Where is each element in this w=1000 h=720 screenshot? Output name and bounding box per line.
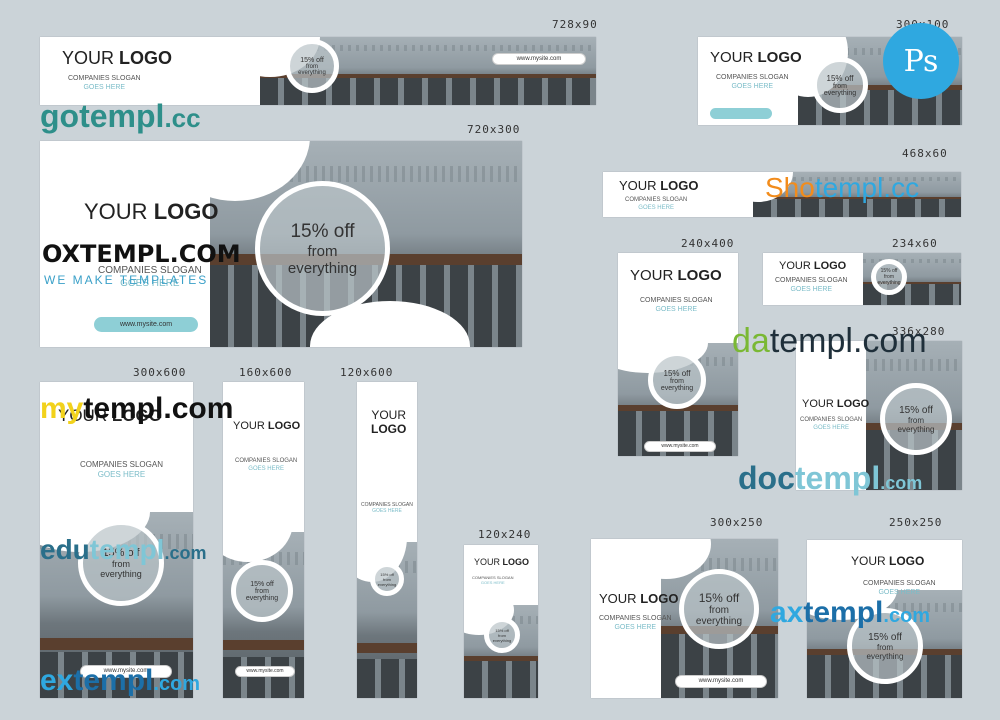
- site-pill[interactable]: www.mysite.com: [80, 665, 172, 678]
- logo-text: YOUR LOGO: [84, 199, 219, 224]
- size-label-160x600: 160x600: [239, 366, 293, 379]
- watermark-gotempl: gotempl.cc: [40, 98, 201, 134]
- size-label-300x600: 300x600: [133, 366, 187, 379]
- watermark-oxtempl-sub: WE MAKE TEMPLATES: [44, 273, 209, 287]
- logo-text: YOUR LOGO: [58, 406, 162, 425]
- size-label-120x240: 120x240: [478, 528, 532, 541]
- logo-text: YOUR LOGO: [599, 591, 679, 606]
- watermark-edutempl: edutempl.com: [40, 534, 207, 565]
- watermark-shotempl: Shotempl.cc: [765, 172, 920, 203]
- logo-text: YOUR LOGO: [779, 260, 847, 272]
- watermark-datempl: datempl.com: [732, 322, 927, 360]
- size-label-468x60: 468x60: [902, 147, 948, 160]
- logo-text: YOUR LOGO: [619, 178, 699, 193]
- logo-text: YOUR LOGO: [474, 557, 530, 567]
- watermark-extempl: extempl.com: [40, 664, 201, 697]
- logo-text: YOUR LOGO: [62, 48, 173, 68]
- site-pill[interactable]: [710, 108, 772, 119]
- size-label-300x250: 300x250: [710, 516, 764, 529]
- logo-text: YOUR LOGO: [630, 267, 722, 284]
- size-label-120x600: 120x600: [340, 366, 394, 379]
- logo-text: YOUR LOGO: [851, 554, 925, 568]
- size-label-234x60: 234x60: [892, 237, 938, 250]
- size-label-720x300: 720x300: [467, 123, 521, 136]
- size-label-240x400: 240x400: [681, 237, 735, 250]
- watermark-mytempl: mytempl.com: [40, 392, 234, 425]
- size-label-728x90: 728x90: [552, 18, 598, 31]
- site-pill[interactable]: www.mysite.com: [492, 53, 586, 65]
- logo-text: YOUR LOGO: [233, 420, 301, 432]
- logo-text: YOUR LOGO: [710, 49, 802, 66]
- site-pill[interactable]: www.mysite.com: [644, 441, 716, 452]
- watermark-doctempl: doctempl.com: [738, 460, 923, 496]
- site-pill[interactable]: www.mysite.com: [235, 666, 295, 677]
- size-label-336x280: 336x280: [892, 325, 946, 338]
- photoshop-icon: Ps: [883, 23, 959, 99]
- site-pill[interactable]: www.mysite.com: [675, 675, 767, 688]
- watermark-oxtempl: OXTEMPL.COM: [42, 240, 241, 268]
- watermark-axtempl: axtempl.com: [770, 596, 931, 629]
- site-pill[interactable]: www.mysite.com: [94, 317, 198, 332]
- logo-text: YOUR LOGO: [802, 398, 870, 410]
- size-label-250x250: 250x250: [889, 516, 943, 529]
